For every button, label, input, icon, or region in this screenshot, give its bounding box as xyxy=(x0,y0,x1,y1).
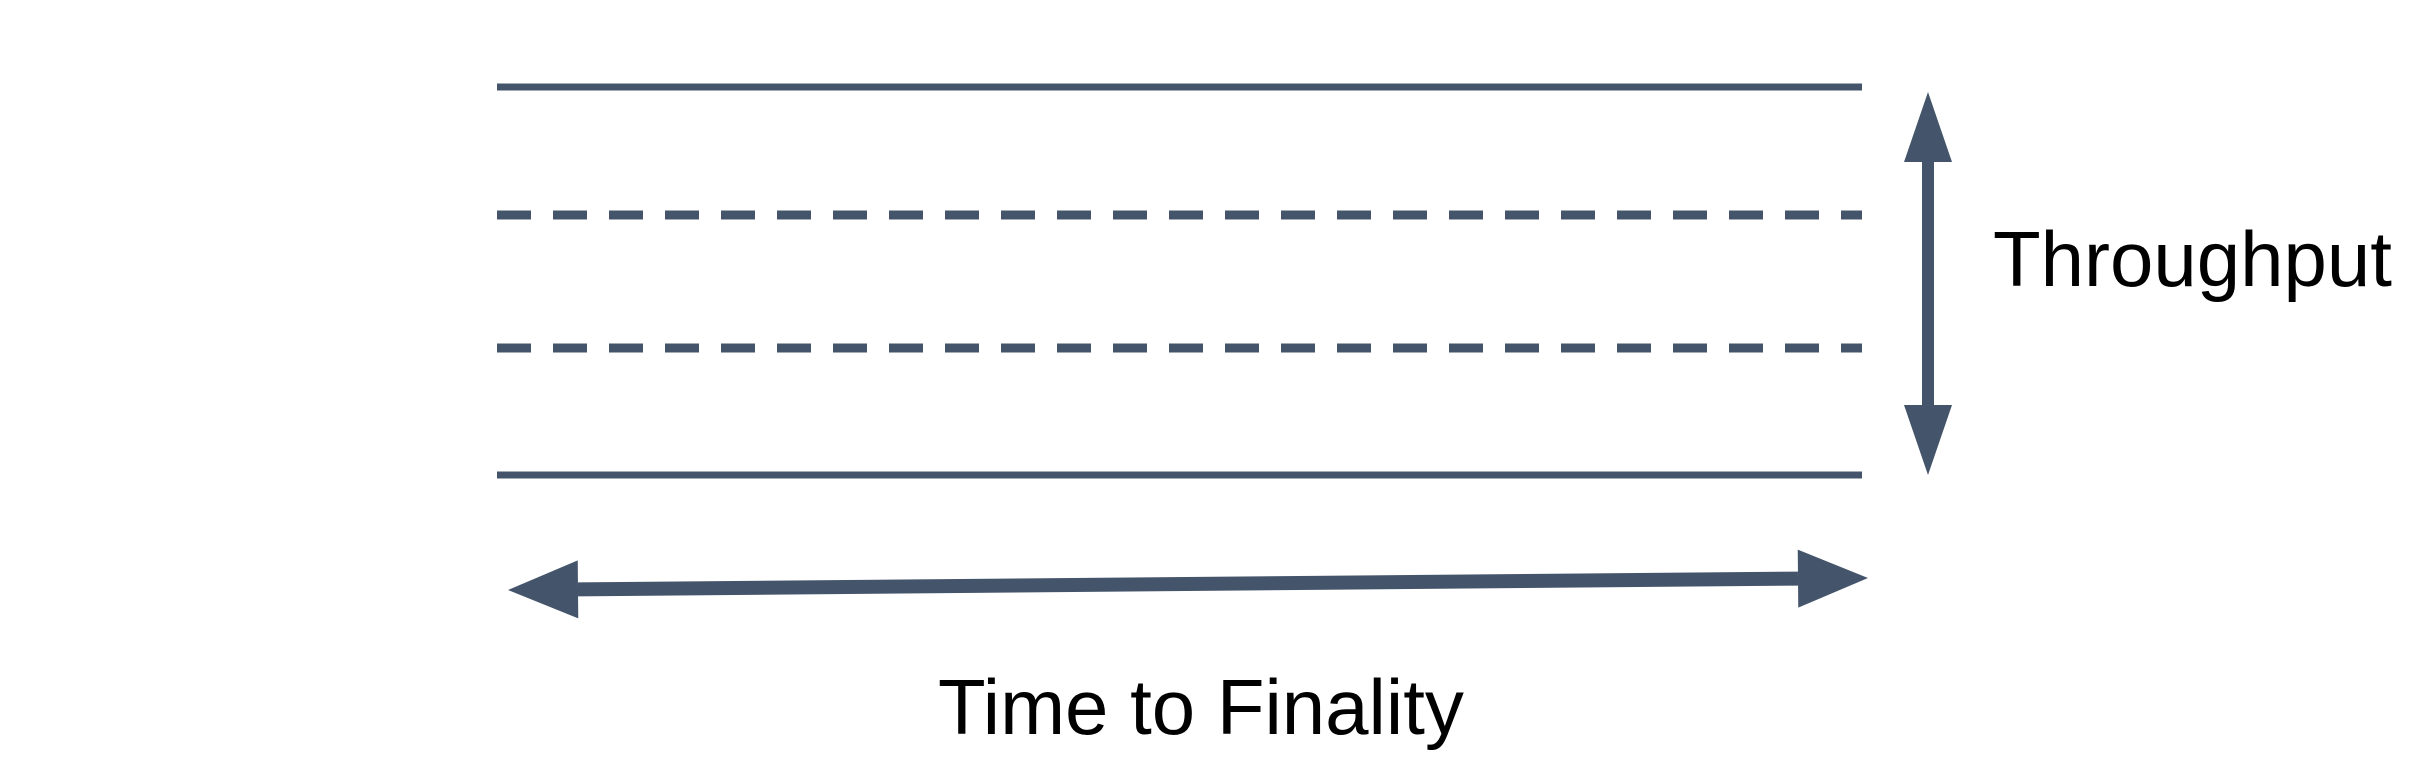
throughput-arrow-head-up xyxy=(1904,92,1952,162)
time-arrow-head-left xyxy=(508,560,579,619)
throughput-double-arrow xyxy=(1904,92,1952,475)
throughput-arrow-head-down xyxy=(1904,405,1952,475)
time-arrow-shaft xyxy=(577,571,1799,597)
throughput-arrow-shaft xyxy=(1922,162,1934,405)
throughput-axis-label: Throughput xyxy=(1993,215,2392,303)
time-to-finality-double-arrow xyxy=(508,549,1868,619)
lane-lines-group xyxy=(497,83,1862,479)
time-to-finality-axis-label: Time to Finality xyxy=(938,663,1464,751)
time-arrow-head-right xyxy=(1797,549,1868,608)
